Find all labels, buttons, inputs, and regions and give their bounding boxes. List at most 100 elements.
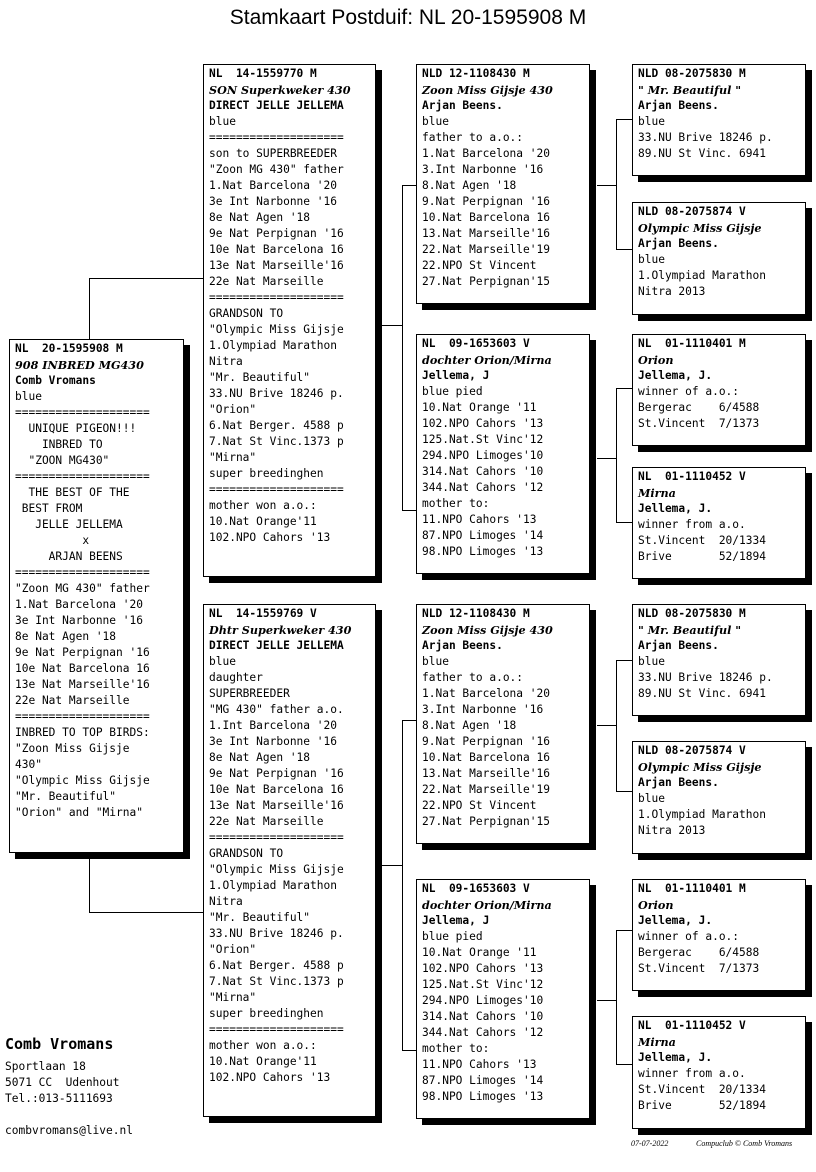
owner-name: Arjan Beens. — [422, 639, 503, 652]
detail-line: INBRED TO — [15, 438, 103, 451]
detail-line: mother won a.o.: — [209, 499, 317, 512]
pigeon-name: Mirna — [638, 1035, 676, 1049]
detail-line: 10.Nat Barcelona 16 — [422, 751, 550, 764]
detail-line: 9e Nat Perpignan '16 — [209, 227, 344, 240]
pigeon-name: SON Superkweker 430 — [209, 83, 351, 97]
detail-line: ==================== — [209, 483, 344, 496]
pigeon-name: Orion — [638, 353, 674, 367]
detail-line: blue — [15, 390, 42, 403]
detail-line: Nitra — [209, 895, 243, 908]
owner-name: Jellema, J — [422, 369, 490, 382]
detail-line: 33.NU Brive 18246 p. — [638, 131, 773, 144]
connector-mf-grand-bot — [616, 791, 632, 792]
detail-line: father to a.o.: — [422, 131, 524, 144]
pigeon-card-fff[interactable]: NLD 08-2075830 M" Mr. Beautiful "Arjan B… — [632, 64, 806, 176]
owner-name: Jellema, J — [422, 914, 490, 927]
detail-line: 8.Nat Agen '18 — [422, 719, 517, 732]
detail-line: blue — [422, 115, 449, 128]
detail-line: super breedinghen — [209, 1007, 324, 1020]
detail-line: "Mirna" — [209, 991, 257, 1004]
pigeon-card-mff[interactable]: NLD 08-2075830 M" Mr. Beautiful "Arjan B… — [632, 604, 806, 716]
detail-line: 33.NU Brive 18246 p. — [638, 671, 773, 684]
detail-line: "Orion" — [209, 403, 257, 416]
detail-line: ==================== — [15, 470, 150, 483]
pigeon-name: " Mr. Beautiful " — [638, 83, 742, 97]
footer-city: 5071 CC Udenhout — [5, 1076, 120, 1089]
detail-line: Nitra — [209, 355, 243, 368]
detail-line: son to SUPERBREEDER — [209, 147, 337, 160]
ring-number: NL 01-1110401 M — [638, 882, 746, 895]
ring-number: NLD 08-2075874 V — [638, 744, 746, 757]
detail-line: 22.NPO St Vincent — [422, 259, 537, 272]
connector-father-parents — [402, 185, 403, 510]
detail-line: ==================== — [209, 291, 344, 304]
ring-number: NLD 08-2075830 M — [638, 607, 746, 620]
connector-ff-grand-bot — [616, 249, 632, 250]
detail-line: mother to: — [422, 1042, 490, 1055]
detail-line: 3e Int Narbonne '16 — [209, 735, 337, 748]
detail-line: 10.Nat Orange'11 — [209, 515, 317, 528]
detail-line: "Olympic Miss Gijsje — [209, 863, 344, 876]
detail-line: 9e Nat Perpignan '16 — [15, 646, 150, 659]
detail-line: 7.Nat St Vinc.1373 p — [209, 975, 344, 988]
ring-number: NL 01-1110401 M — [638, 337, 746, 350]
detail-line: 8e Nat Agen '18 — [209, 751, 311, 764]
detail-line: 1.Olympiad Marathon — [638, 808, 766, 821]
detail-line: St.Vincent 20/1334 — [638, 534, 766, 547]
connector-mm-grand-bot — [616, 1064, 632, 1065]
connector-ff-grand — [616, 119, 617, 249]
detail-line: blue — [638, 792, 665, 805]
detail-line: mother to: — [422, 497, 490, 510]
detail-line: 125.Nat.St Vinc'12 — [422, 433, 544, 446]
detail-line: 1.Olympiad Marathon — [638, 269, 766, 282]
detail-line: 102.NPO Cahors '13 — [422, 417, 544, 430]
pigeon-name: dochter Orion/Mirna — [422, 353, 552, 367]
detail-line: 314.Nat Cahors '10 — [422, 465, 544, 478]
detail-line: 89.NU St Vinc. 6941 — [638, 147, 766, 160]
detail-line: ==================== — [209, 831, 344, 844]
footer-email[interactable]: combvromans@live.nl — [5, 1124, 133, 1137]
ring-number: NL 20-1595908 M — [15, 342, 123, 355]
owner-name: Arjan Beens. — [638, 237, 719, 250]
detail-line: "Mr. Beautiful" — [209, 371, 311, 384]
detail-line: 27.Nat Perpignan'15 — [422, 815, 550, 828]
detail-line: 430" — [15, 758, 42, 771]
detail-line: 10.Nat Barcelona 16 — [422, 211, 550, 224]
detail-line: 9e Nat Perpignan '16 — [209, 767, 344, 780]
detail-line: 8.Nat Agen '18 — [422, 179, 517, 192]
connector-ff-grand-top — [616, 119, 632, 120]
detail-line: "Olympic Miss Gijsje — [15, 774, 150, 787]
connector-mm-grand-top — [616, 930, 632, 931]
detail-line: ==================== — [15, 710, 150, 723]
detail-line: 1.Int Barcelona '20 — [209, 719, 337, 732]
detail-line: 344.Nat Cahors '12 — [422, 481, 544, 494]
ring-number: NL 09-1653603 V — [422, 337, 530, 350]
detail-line: 8e Nat Agen '18 — [15, 630, 117, 643]
detail-line: 294.NPO Limoges'10 — [422, 994, 544, 1007]
detail-line: INBRED TO TOP BIRDS: — [15, 726, 150, 739]
detail-line: 27.Nat Perpignan'15 — [422, 275, 550, 288]
detail-line: 13e Nat Marseille'16 — [209, 259, 344, 272]
detail-line: 7.Nat St Vinc.1373 p — [209, 435, 344, 448]
pigeon-name: Orion — [638, 898, 674, 912]
ring-number: NLD 08-2075830 M — [638, 67, 746, 80]
pigeon-name: Dhtr Superkweker 430 — [209, 623, 352, 637]
detail-line: "Mirna" — [209, 451, 257, 464]
detail-line: blue — [209, 115, 236, 128]
detail-line: mother won a.o.: — [209, 1039, 317, 1052]
detail-line: 98.NPO Limoges '13 — [422, 545, 544, 558]
owner-name: Jellema, J. — [638, 1051, 713, 1064]
